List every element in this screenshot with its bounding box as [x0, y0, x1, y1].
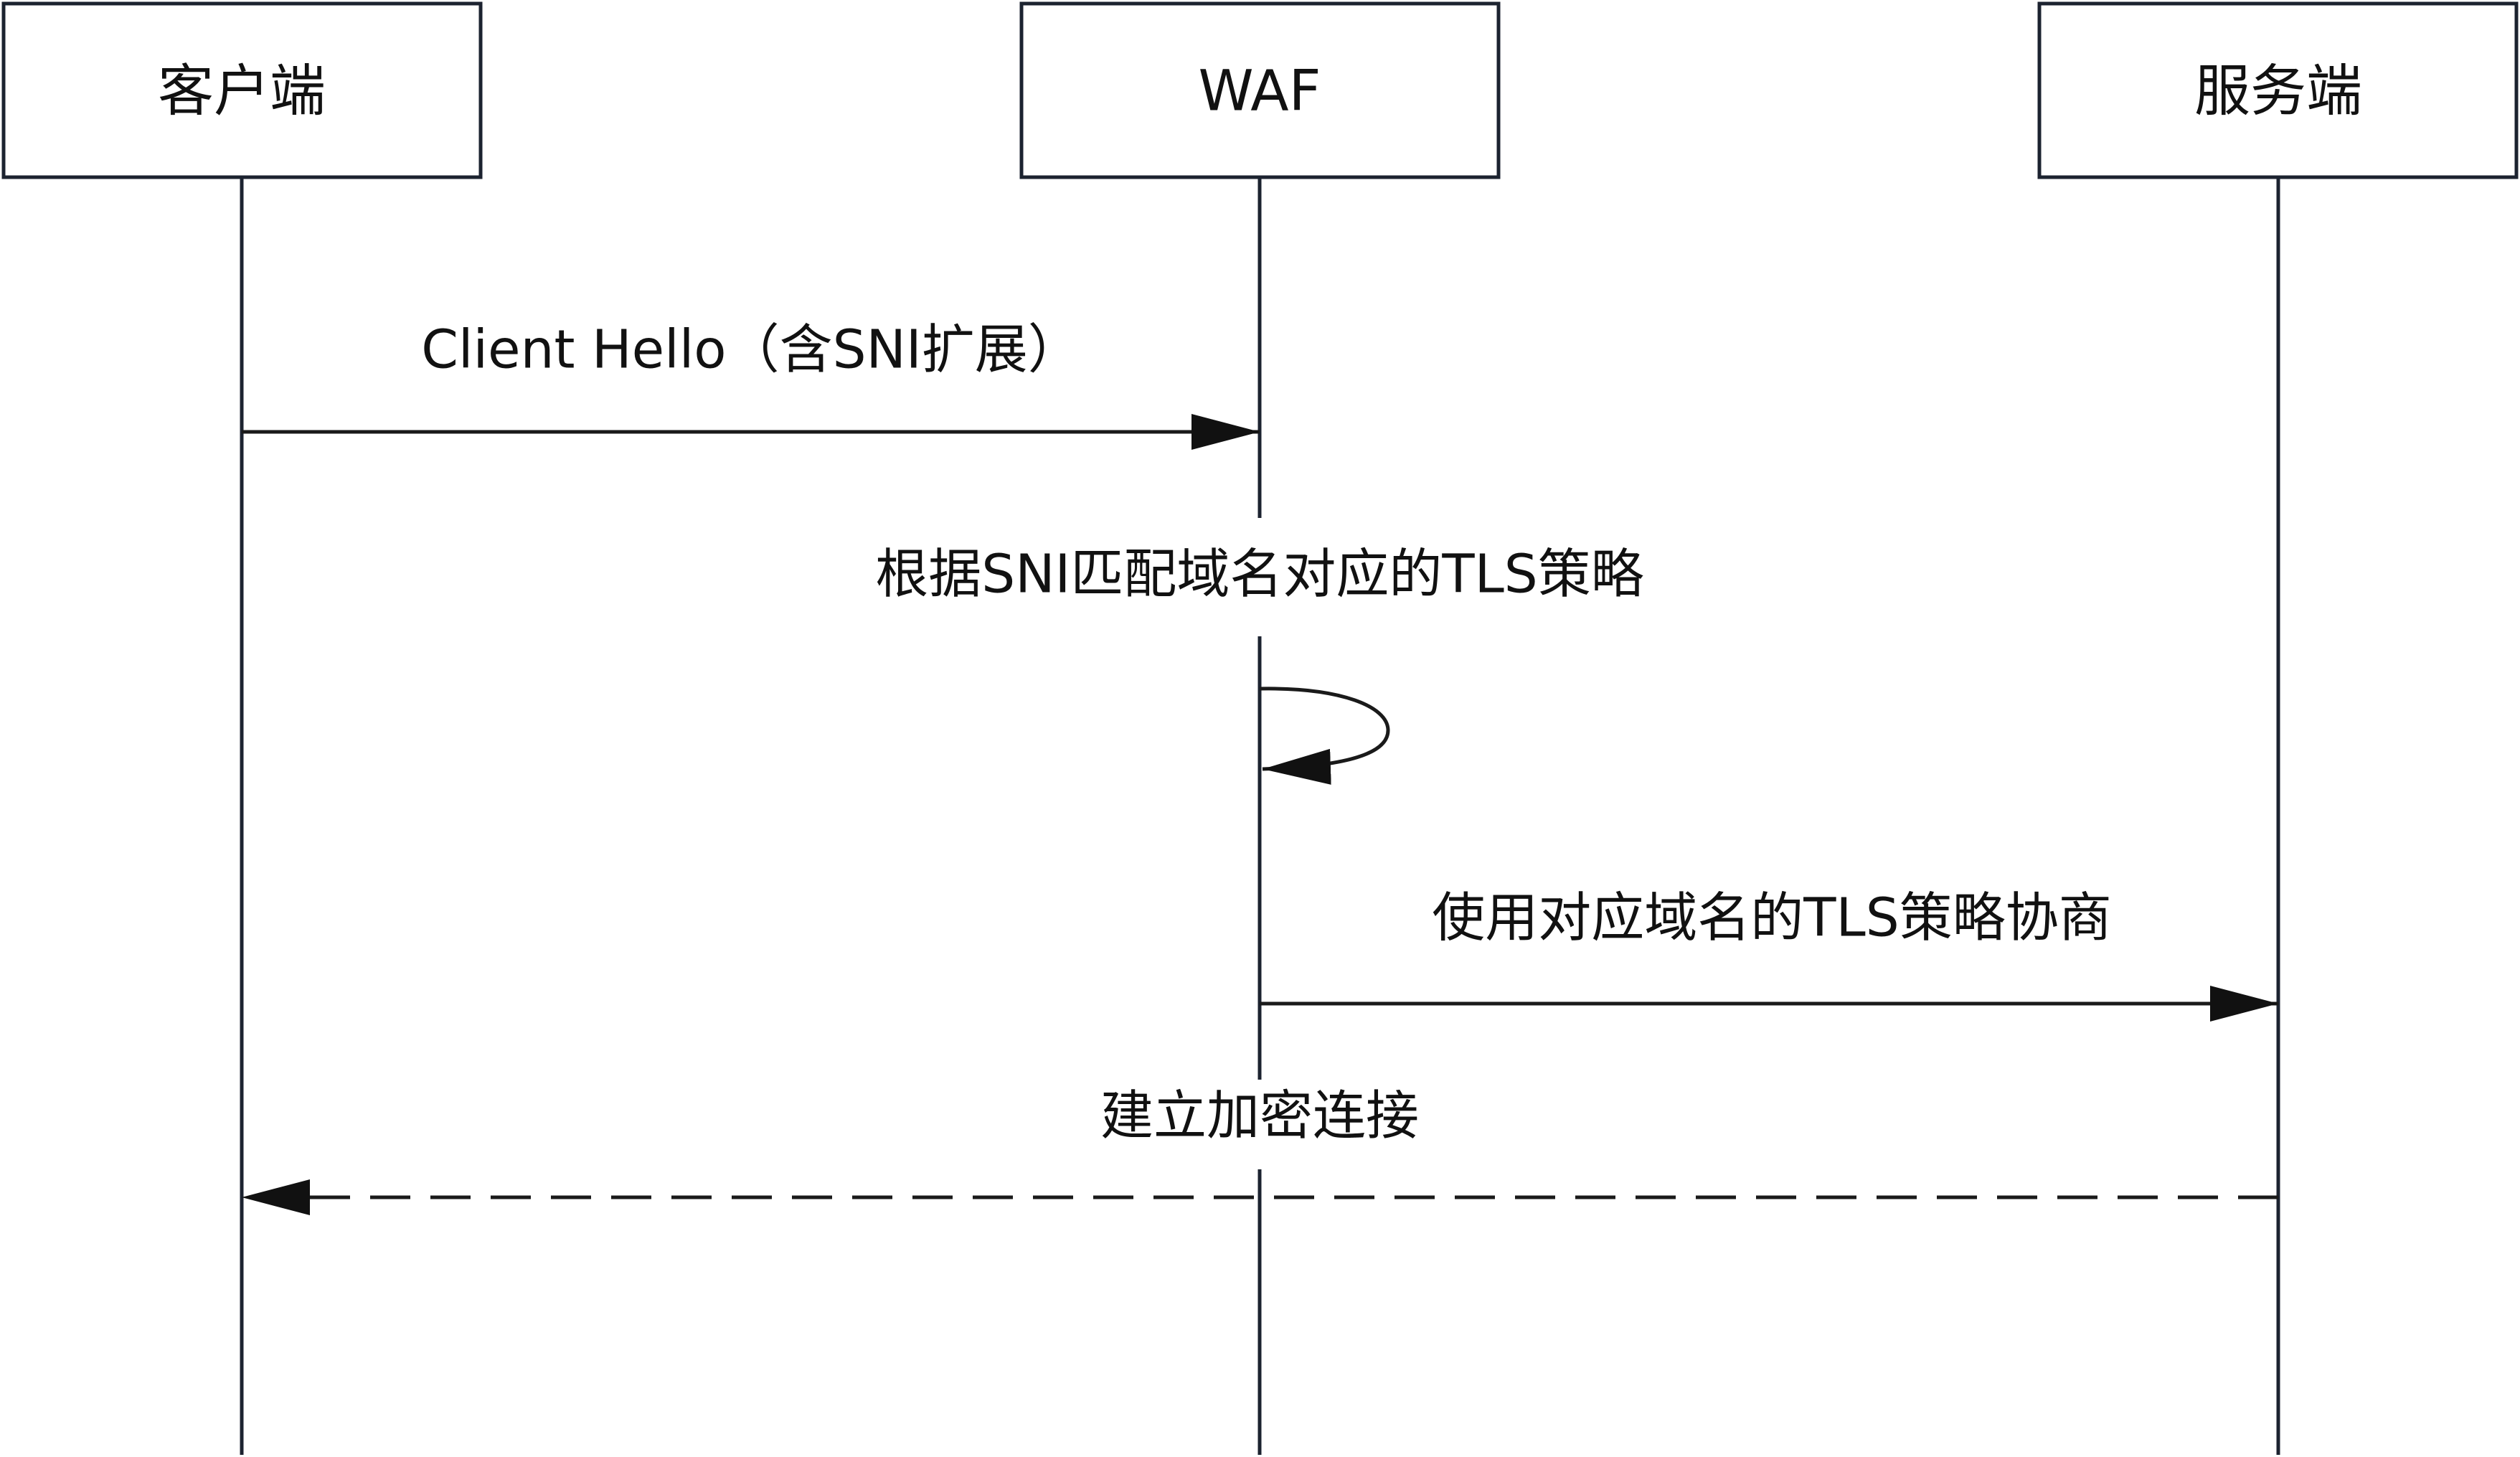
self-message-loop	[1259, 687, 1390, 785]
participant-client: 客户端	[1, 1, 483, 179]
message-client-hello: Client Hello（含SNI扩展）	[242, 319, 1260, 450]
message-client-hello-label: Client Hello（含SNI扩展）	[421, 319, 1080, 381]
participant-server: 服务端	[2037, 1, 2519, 179]
participant-waf-label: WAF	[1198, 59, 1321, 123]
message-negotiate: 使用对应域名的TLS策略协商	[1260, 887, 2278, 1022]
message-match-policy: 根据SNI匹配域名对应的TLS策略	[832, 518, 1693, 785]
participant-waf: WAF	[1019, 1, 1501, 179]
message-match-policy-label-bg	[832, 518, 1693, 636]
message-match-policy-label: 根据SNI匹配域名对应的TLS策略	[875, 544, 1644, 605]
message-negotiate-label: 使用对应域名的TLS策略协商	[1432, 887, 2111, 949]
message-establish-label: 建立加密连接	[1100, 1085, 1419, 1147]
message-establish-label-bg	[1062, 1080, 1463, 1169]
participant-client-label: 客户端	[158, 59, 326, 123]
message-establish: 建立加密连接	[242, 1080, 2278, 1215]
participant-server-label: 服务端	[2194, 59, 2362, 123]
